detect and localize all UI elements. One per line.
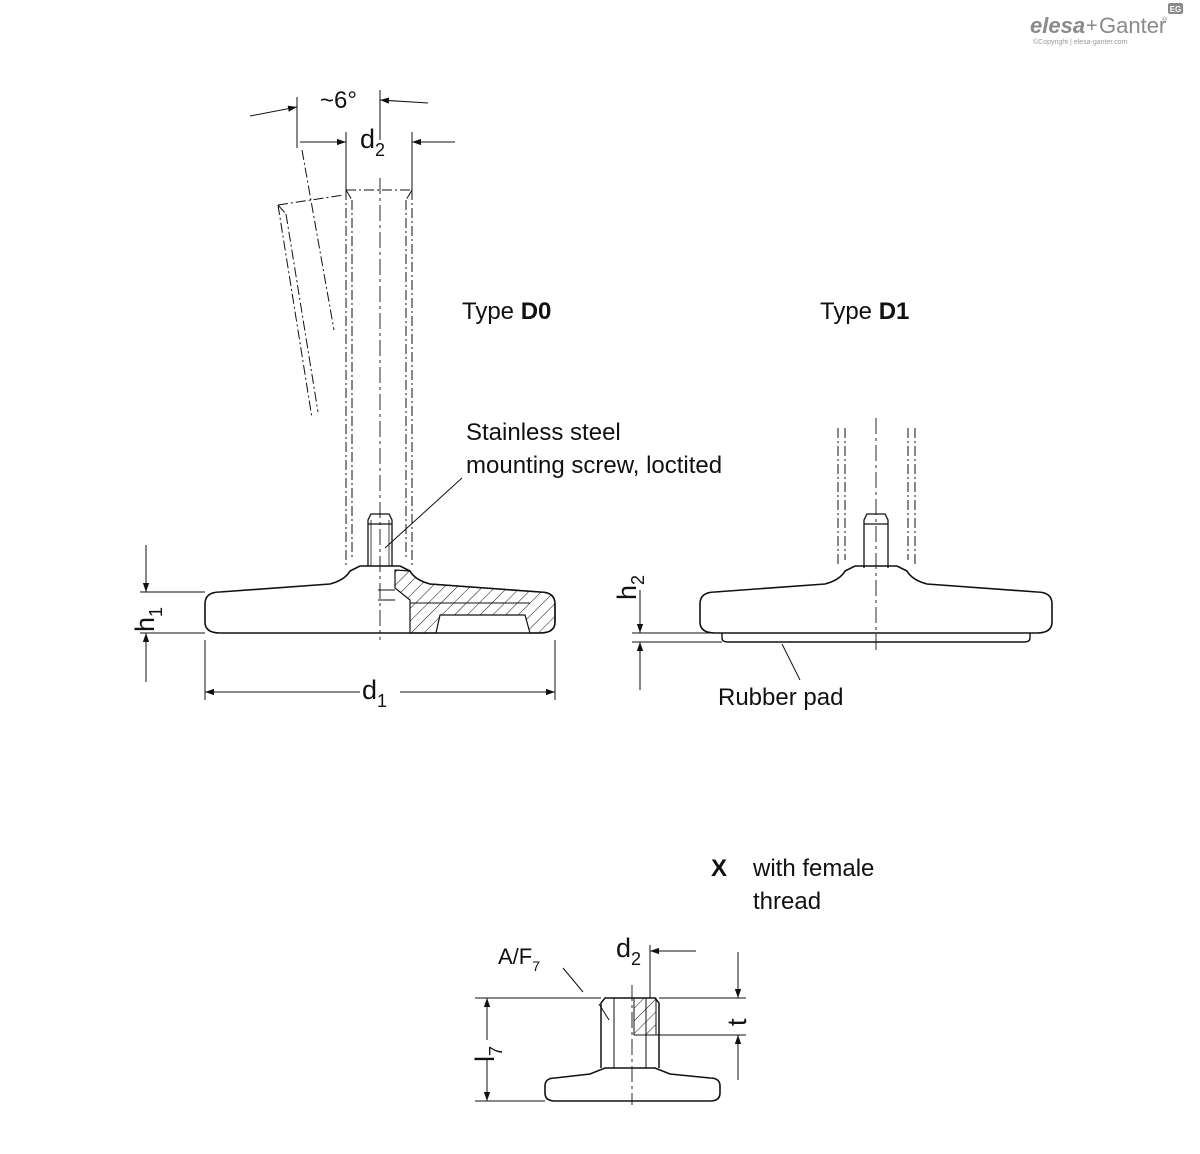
view-detail-x <box>544 985 721 1105</box>
logo-elesa: elesa <box>1030 13 1085 38</box>
labels: ~6° d2 Type D0 Type D1 Stainless steel m… <box>130 87 909 1062</box>
d1-threaded-stud <box>837 428 916 565</box>
h1-label: h1 <box>130 607 166 632</box>
x-dimensions <box>475 945 746 1102</box>
x-base <box>544 1067 721 1102</box>
d0-base-section <box>394 569 556 634</box>
x-d2-label: d2 <box>616 933 641 969</box>
t-label: t <box>722 1018 752 1026</box>
d1-dimensions <box>632 590 801 690</box>
af7-leader <box>562 967 584 993</box>
rubber-pad-label: Rubber pad <box>718 684 843 711</box>
logo-trademark: ® <box>1162 16 1168 24</box>
d0-threaded-stud <box>345 189 413 565</box>
logo-plus: + <box>1086 15 1098 37</box>
logo-badge-bg <box>1168 3 1183 14</box>
l7-label: l7 <box>470 1046 506 1062</box>
d0-dimensions <box>140 90 556 700</box>
d1-label: d1 <box>362 675 387 711</box>
x-hex-stud <box>600 997 660 1068</box>
detail-x-line2: thread <box>753 888 821 915</box>
d1-rubber-pad <box>721 633 1031 643</box>
brand-logo: elesa + Ganter ® ©Copyright | elesa-gant… <box>1030 3 1183 46</box>
angle-arrow-right <box>379 97 429 104</box>
type-d1-label: Type D1 <box>820 298 909 325</box>
d1-mounting-screw <box>863 513 889 568</box>
angle-arrow-left <box>249 105 298 117</box>
af7-label: A/F7 <box>498 944 540 974</box>
d1-base <box>699 565 1053 634</box>
x-female-thread <box>633 997 657 1036</box>
type-d0-label: Type D0 <box>462 298 551 325</box>
screw-note-line1: Stainless steel <box>466 419 621 446</box>
detail-x-line1: with female <box>752 855 874 882</box>
angle-label: ~6° <box>320 87 357 114</box>
detail-x-marker: X <box>711 855 727 882</box>
d2-top-label: d2 <box>360 124 385 160</box>
d0-mounting-screw <box>367 513 393 566</box>
screw-leader <box>384 477 463 549</box>
logo-badge: EG <box>1170 5 1182 14</box>
d0-tilted-stud <box>277 149 345 419</box>
logo-copyright: ©Copyright | elesa-ganter.com <box>1033 38 1128 46</box>
logo-ganter: Ganter <box>1099 13 1166 38</box>
view-type-d0 <box>204 149 556 640</box>
rubber-pad-leader <box>781 643 801 681</box>
screw-note-line2: mounting screw, loctited <box>466 452 722 479</box>
h2-label: h2 <box>612 575 648 600</box>
view-type-d1 <box>699 418 1053 650</box>
